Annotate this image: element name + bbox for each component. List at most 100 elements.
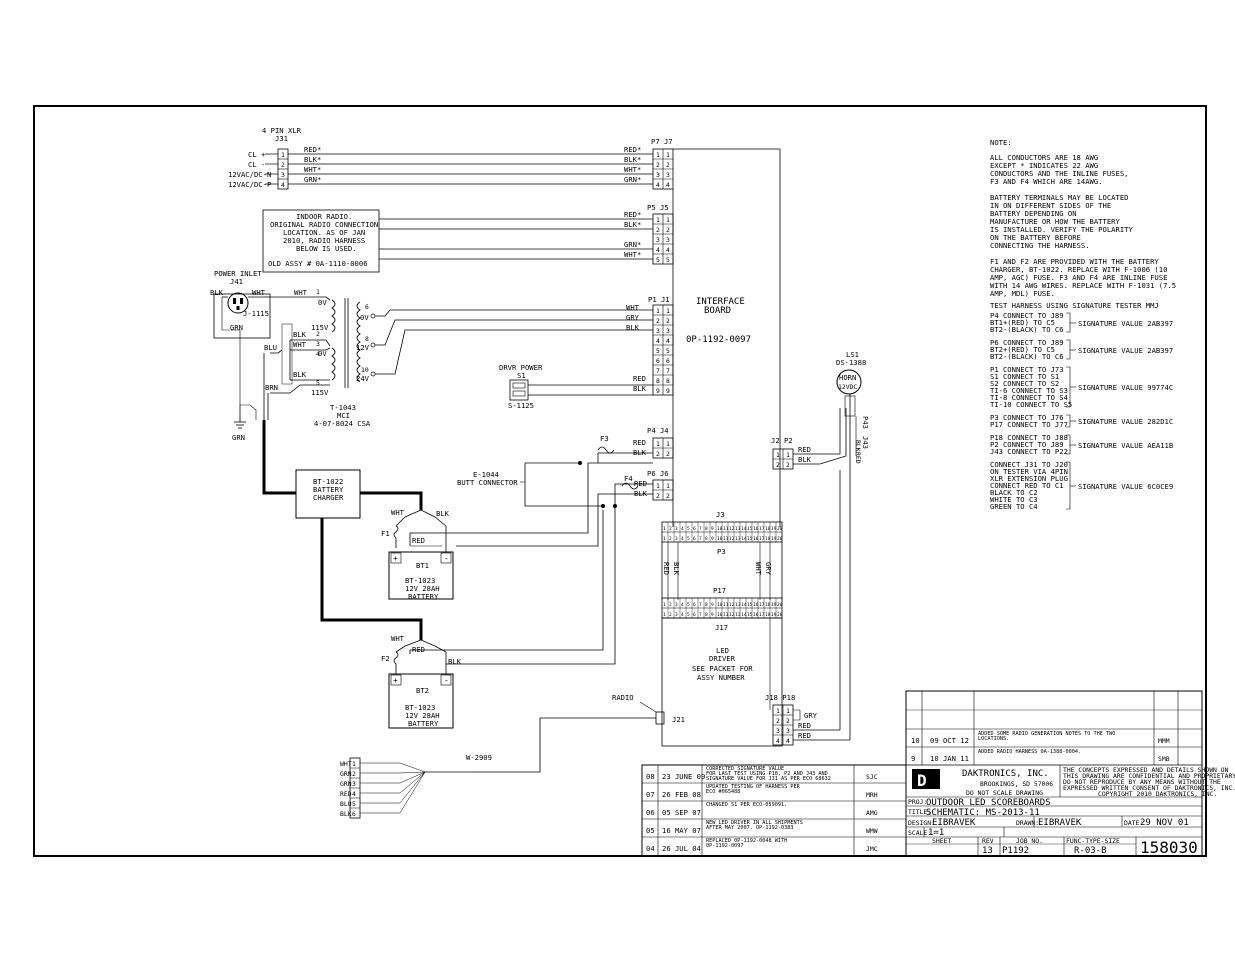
j17-pin: 12 (729, 612, 735, 618)
j6-pin-1: 1 (666, 482, 670, 490)
rev-desc: AFTER MAY 2007. OP-1192-0383 (706, 825, 793, 831)
note-1-line: ALL CONDUCTORS ARE 18 AWG (990, 153, 1098, 162)
horn-p43: P43 (861, 416, 870, 429)
j5-pin-1: 1 (666, 216, 670, 224)
drawing-number: 158030 (1140, 838, 1198, 857)
rev-desc: CORRECTED SIGNATURE VALUE (706, 766, 784, 772)
j2-title: J2 P2 (771, 436, 793, 445)
note-2-line: BATTERY TERMINALS MAY BE LOCATED (990, 193, 1128, 202)
j1-pin-5: 5 (666, 347, 670, 355)
bt2-ref: BT2 (416, 686, 429, 695)
note-group-line: P18 CONNECT TO J88 (990, 433, 1068, 442)
rev-desc: ADDED RADIO HARNESS 0A-1388-0004. (978, 749, 1081, 755)
p1-title: P1 J1 (648, 295, 670, 304)
p1-pin-9: 9 (656, 387, 660, 395)
p3-pin: 16 (753, 536, 759, 542)
inlet-blk: BLK (210, 288, 224, 297)
p17-pin: 9 (711, 602, 714, 608)
note-2-line: MANUFACTURE OR HOW THE BATTERY (990, 217, 1120, 226)
p1-wire-wht: WHT (626, 303, 640, 312)
horn-volt: 12VDC (838, 383, 857, 391)
p17-pin: 11 (723, 602, 729, 608)
j3-pin: 6 (693, 526, 696, 532)
p5-pin-1: 1 (656, 216, 660, 224)
p7-wire-3: WHT* (624, 165, 641, 174)
note-group-line: ON TESTER VIA 4PIN (990, 467, 1068, 476)
xlr-title: 4 PIN XLR (262, 126, 302, 135)
transformer-t1043: WHT BLK WHT BLK 1 2 3 4 5 0V 115V 0V 115… (221, 288, 653, 442)
p5-pin-5: 5 (656, 256, 660, 264)
j3-pin: 10 (717, 526, 723, 532)
rev-date: 26 JUL 04 (662, 844, 701, 853)
note-group-line: GREEN TO C4 (990, 502, 1038, 511)
bt1-spec: 12V 28AH (405, 584, 440, 593)
note-3-line: CHARGER, BT-1022. REPLACE WITH F-1006 (1… (990, 265, 1167, 274)
tx-prim-blk-1: BLK (293, 330, 307, 339)
legal-2: THIS DRAWING ARE CONFIDENTIAL AND PROPRI… (1063, 772, 1235, 780)
j3-pin: 2 (669, 526, 672, 532)
j18-title: J18 P18 (765, 693, 795, 702)
bt2-plus: + (393, 676, 398, 685)
j17-pin: 11 (723, 612, 729, 618)
j17-pin: 4 (681, 612, 684, 618)
legal-4: EXPRESSED WRITTEN CONSENT OF DAKTRONICS,… (1063, 784, 1235, 792)
j3-pin: 19 (771, 526, 777, 532)
p7-wire-1: RED* (624, 145, 641, 154)
p3-pin: 10 (717, 536, 723, 542)
j17-pin: 18 (765, 612, 771, 618)
j7-pin-3: 3 (666, 171, 670, 179)
horn-part: DS-1388 (836, 358, 866, 367)
p1-pin-3: 3 (656, 327, 660, 335)
xlr-pin-2: 2 (281, 161, 285, 169)
p17-pin: 3 (675, 602, 678, 608)
bt1-part: BT-1023 (405, 576, 435, 585)
p6-wire-blk: BLK (634, 489, 648, 498)
p4-fuse: F3 (600, 434, 609, 443)
p18-pin-3: 3 (786, 727, 790, 735)
p3-pin: 18 (765, 536, 771, 542)
radio-box-line-1: INDOOR RADIO. (296, 212, 352, 221)
bt2-fuse: F2 (381, 654, 390, 663)
horn-wire-blk: BLK (854, 440, 862, 452)
radio-box-assy: OLD ASSY # 0A-1110-0006 (268, 259, 368, 268)
j18-pin-4: 4 (776, 737, 780, 745)
radio-pin: 1 (352, 760, 356, 768)
j7-pin-2: 2 (666, 161, 670, 169)
connector-p5: P5 J5 1 1 2 2 3 3 4 4 5 5 RED* BLK* GRN*… (624, 203, 674, 265)
daktronics-logo: D (912, 769, 940, 790)
p5-pin-4: 4 (656, 246, 660, 254)
note-group-line: P2 CONNECT TO J89 (990, 440, 1064, 449)
note-group-line: BT2+(RED) TO C5 (990, 345, 1055, 354)
logo-letter: D (917, 771, 927, 790)
xlr-pin-3: 3 (281, 171, 285, 179)
butt-label: BUTT CONNECTOR (457, 478, 518, 487)
tx-v-0a: 0V (318, 298, 327, 307)
proj-label: PROJ: (908, 798, 927, 806)
j17-title: J17 (715, 623, 728, 632)
j17-pin: 7 (699, 612, 702, 618)
p3-pin: 19 (771, 536, 777, 542)
j3-pin: 3 (675, 526, 678, 532)
interface-board-part: 0P-1192-0097 (686, 335, 751, 345)
charger-label-1: BATTERY (313, 485, 344, 494)
p3-pin: 3 (675, 536, 678, 542)
p17-pin: 2 (669, 602, 672, 608)
design-label: DESIGN: (908, 819, 935, 827)
p7-pin-3: 3 (656, 171, 660, 179)
p5-wire-1: RED* (624, 210, 641, 219)
p1-pin-1: 1 (656, 307, 660, 315)
power-inlet-ref: J41 (230, 277, 243, 286)
j1-pin-1: 1 (666, 307, 670, 315)
note-group-line: BT2-(BLACK) TO C6 (990, 352, 1064, 361)
p3-pin: 12 (729, 536, 735, 542)
radio-box-line-3: LOCATION. AS OF JAN (283, 228, 365, 237)
p2-wire-red: RED (798, 445, 811, 454)
p3-pin: 20 (777, 536, 783, 542)
rev-number: 08 (646, 772, 655, 781)
p4-wire-blk: BLK (633, 448, 647, 457)
note-group-line: S1 CONNECT TO S1 (990, 372, 1059, 381)
j17-pin: 13 (735, 612, 741, 618)
title-label: TITLE: (908, 808, 931, 816)
j17-pin: 2 (669, 612, 672, 618)
